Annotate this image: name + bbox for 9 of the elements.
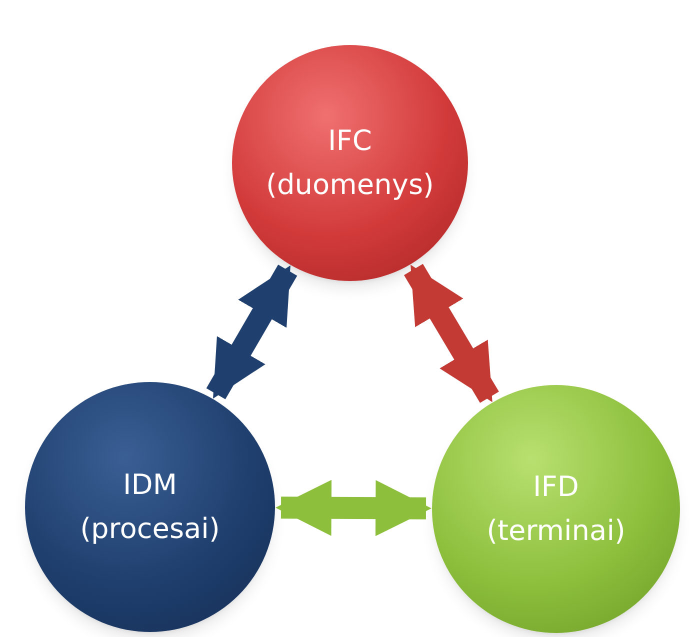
node-label: IDM xyxy=(123,467,177,503)
node-label: (duomenys) xyxy=(266,167,434,203)
node-label: (terminai) xyxy=(486,513,626,549)
node-label: IFD xyxy=(533,469,579,505)
double-arrow xyxy=(275,480,432,536)
node-label: IFC xyxy=(328,123,372,159)
double-arrow xyxy=(404,264,499,403)
node-label: (procesai) xyxy=(80,511,220,547)
double-arrow xyxy=(206,264,298,400)
